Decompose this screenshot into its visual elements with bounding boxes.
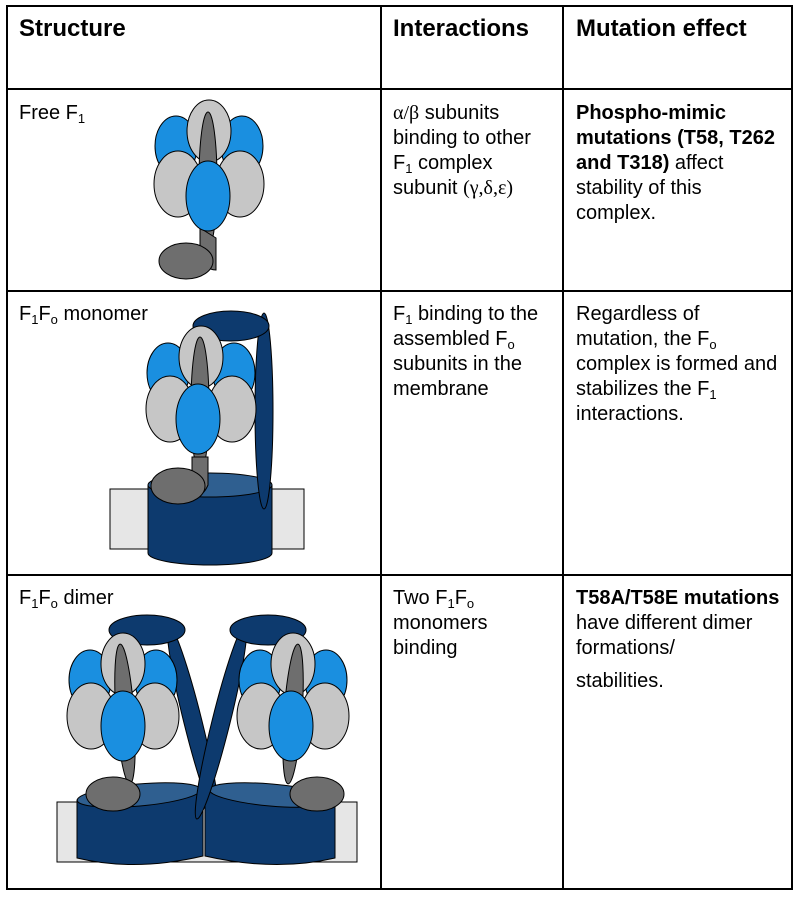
- delta-epsilon-subunit: [158, 242, 214, 280]
- f1fo-monomer-diagram: [109, 310, 305, 566]
- header-interactions: Interactions: [393, 15, 530, 42]
- row1-mutation-effect: Phospho-mimic mutations (T58, T262 and T…: [576, 102, 775, 224]
- table-border-right: [791, 5, 793, 890]
- delta-epsilon-subunit: [150, 467, 206, 505]
- delta-epsilon-subunit: [85, 776, 141, 812]
- row-divider-2: [6, 290, 793, 292]
- front-beta-subunit-center: [175, 383, 221, 455]
- f1fo-dimer-diagram: [56, 614, 358, 865]
- dimer-left-monomer: [66, 614, 220, 865]
- row3-interactions: Two F1Fo monomers binding: [393, 587, 488, 659]
- delta-epsilon-subunit: [289, 776, 345, 812]
- front-beta-subunit-center: [268, 690, 314, 762]
- row2-structure-label: F1Fo monomer: [19, 303, 148, 327]
- column-divider-2: [562, 5, 564, 890]
- free-f1-diagram: [153, 99, 265, 280]
- table-border-left: [6, 5, 8, 890]
- row3-structure-label: F1Fo dimer: [19, 587, 114, 611]
- peripheral-stalk: [254, 312, 274, 510]
- row3-mutation-effect: T58A/T58E mutations have different dimer…: [576, 587, 780, 692]
- row-divider-1: [6, 88, 793, 90]
- header-mutation-effect: Mutation effect: [576, 15, 747, 42]
- table-border-bottom: [6, 888, 793, 890]
- table-border-top: [6, 5, 793, 7]
- column-divider-1: [380, 5, 382, 890]
- front-beta-subunit-center: [185, 160, 231, 232]
- dimer-right-monomer: [194, 614, 350, 865]
- front-beta-subunit-center: [100, 690, 146, 762]
- fo-ring-body: [147, 484, 273, 566]
- row1-structure-label: Free F1: [19, 102, 86, 126]
- row-divider-3: [6, 574, 793, 576]
- row1-interactions: α/β subunits binding to other F1 complex…: [393, 102, 531, 199]
- header-structure: Structure: [19, 15, 126, 42]
- row2-mutation-effect: Regardless of mutation, the Fo complex i…: [576, 303, 778, 425]
- row2-interactions: F1 binding to the assembled Fo subunits …: [393, 303, 539, 400]
